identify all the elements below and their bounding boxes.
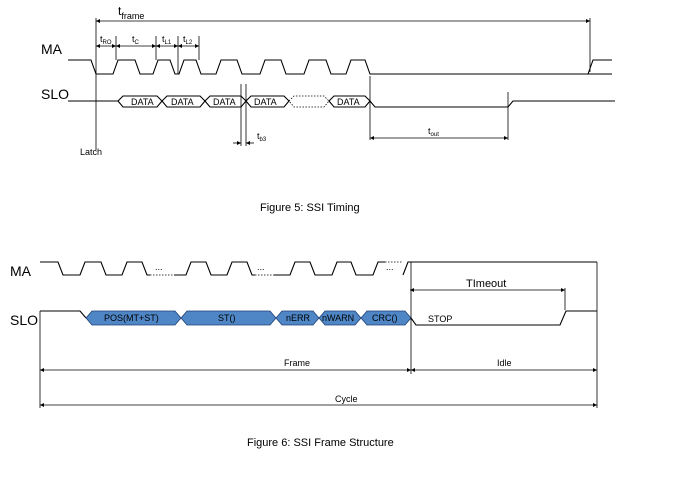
- f5-slo-label: SLO: [41, 86, 69, 102]
- f5-tc-label: tC: [132, 34, 140, 46]
- f5-slo-dotted-segment: [288, 95, 330, 108]
- f5-tl2-label: tL2: [183, 34, 193, 46]
- figure-5-ssi-timing: MA SLO tframe tRO tC tL1 tL2 DATA DATA D…: [41, 4, 615, 214]
- figure-6-ssi-frame-structure: MA SLO ... ... ... TImeout POS(MT+ST) ST…: [10, 261, 598, 449]
- f6-field-crc-label: CRC(): [372, 313, 398, 323]
- f6-field-st-label: ST(): [218, 313, 236, 323]
- f5-data-4: DATA: [254, 97, 277, 107]
- f6-ellipsis-1: ...: [155, 262, 163, 272]
- f6-slo-tail: [410, 310, 597, 326]
- f6-ellipsis-3: ...: [386, 262, 394, 272]
- f6-ma-gaps: [150, 261, 403, 276]
- f6-idle-label: Idle: [497, 358, 512, 368]
- f5-data-5: DATA: [337, 97, 360, 107]
- f6-field-pos-label: POS(MT+ST): [104, 313, 159, 323]
- f5-latch-label: Latch: [80, 147, 102, 157]
- f5-tout-label: tout: [428, 126, 439, 138]
- f6-ellipsis-2: ...: [257, 262, 265, 272]
- f6-stop-label: STOP: [428, 314, 452, 324]
- f5-tro-label: tRO: [100, 34, 112, 46]
- f5-ma-waveform: [68, 59, 612, 75]
- f6-timeout-label: TImeout: [466, 278, 506, 290]
- f6-caption: Figure 6: SSI Frame Structure: [247, 437, 394, 449]
- f6-ma-label: MA: [10, 263, 32, 279]
- f5-tb3-label: tb3: [257, 131, 267, 143]
- f5-slo-bus: [117, 95, 371, 108]
- f6-ma-waveform: [40, 261, 597, 276]
- f5-slo-tail: [369, 100, 615, 108]
- f5-tl1-label: tL1: [162, 34, 172, 46]
- f5-data-2: DATA: [171, 97, 194, 107]
- f6-field-nerr-label: nERR: [286, 313, 311, 323]
- f5-tframe-label: tframe: [118, 4, 144, 21]
- f5-data-1: DATA: [131, 97, 154, 107]
- f5-data-3: DATA: [213, 97, 236, 107]
- f6-slo-fields: POS(MT+ST) ST() nERR nWARN CRC(): [85, 310, 412, 326]
- f5-caption: Figure 5: SSI Timing: [260, 202, 360, 214]
- f6-field-nwarn-label: nWARN: [322, 313, 354, 323]
- f6-cycle-label: Cycle: [335, 394, 358, 404]
- f6-frame-label: Frame: [284, 358, 310, 368]
- f5-ma-label: MA: [41, 41, 63, 57]
- f6-slo-label: SLO: [10, 312, 38, 328]
- f6-slo-lead: [40, 310, 87, 319]
